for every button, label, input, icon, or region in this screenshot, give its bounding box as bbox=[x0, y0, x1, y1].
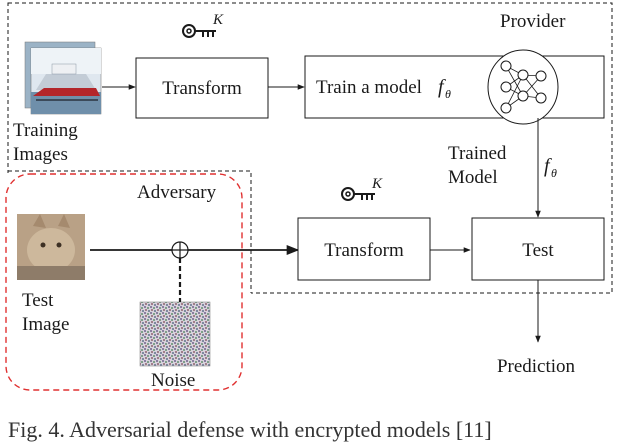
neural-network-icon bbox=[487, 49, 559, 125]
transform-top-box bbox=[135, 57, 269, 119]
prediction-label: Prediction bbox=[497, 356, 576, 377]
test-box-label: Test bbox=[522, 240, 554, 261]
trained-model-label-2: Model bbox=[448, 167, 498, 188]
training-images-label-2: Images bbox=[13, 144, 68, 165]
test-image-label-1: Test bbox=[22, 290, 54, 311]
trained-model-subscript: θ bbox=[551, 166, 557, 180]
training-images bbox=[24, 41, 102, 115]
provider-region bbox=[7, 2, 613, 294]
provider-label: Provider bbox=[500, 11, 566, 32]
key-icon-bottom bbox=[341, 187, 375, 201]
key-bottom-superscript: K bbox=[371, 176, 383, 192]
trained-model-label-1: Trained bbox=[448, 143, 507, 164]
transform-bottom-box bbox=[297, 217, 431, 281]
training-images-label-1: Training bbox=[13, 120, 78, 141]
key-top-superscript: K bbox=[212, 12, 224, 28]
plus-operator-icon bbox=[171, 241, 189, 259]
adversary-region-mask bbox=[5, 173, 251, 393]
adversary-region-edges bbox=[8, 170, 252, 293]
noise-image bbox=[139, 301, 211, 367]
key-icon-top bbox=[182, 24, 216, 38]
test-box bbox=[471, 217, 605, 281]
test-image-label-2: Image bbox=[22, 314, 69, 335]
adversary-region bbox=[5, 173, 243, 391]
figure-caption: Fig. 4. Adversarial defense with encrypt… bbox=[8, 417, 492, 442]
transform-top-label: Transform bbox=[162, 78, 242, 99]
noise-label: Noise bbox=[151, 370, 195, 391]
train-model-subscript: θ bbox=[445, 87, 451, 101]
adversary-label: Adversary bbox=[137, 182, 217, 203]
train-model-symbol: f bbox=[438, 76, 446, 98]
transform-bottom-label: Transform bbox=[324, 240, 404, 261]
trained-model-symbol: f bbox=[544, 155, 552, 177]
train-model-label: Train a model bbox=[316, 77, 422, 98]
test-image bbox=[17, 214, 85, 280]
